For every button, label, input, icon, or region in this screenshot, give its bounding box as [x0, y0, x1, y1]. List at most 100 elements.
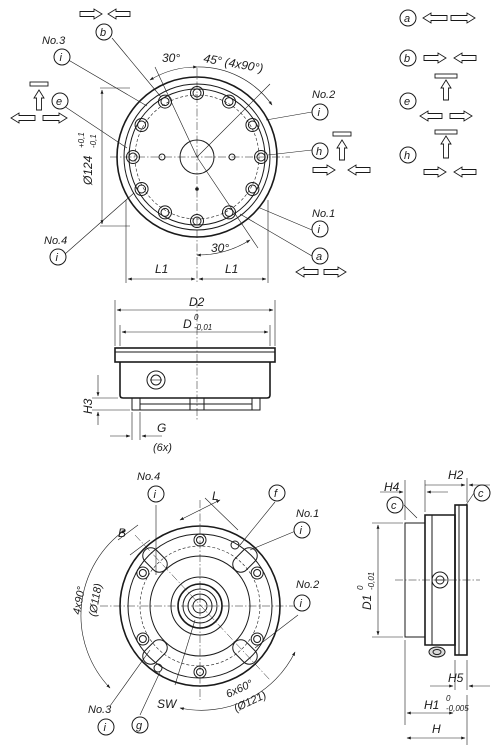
dia-124-label: Ø124 — [81, 155, 95, 186]
callout-i-no1-bottom: i — [293, 521, 311, 539]
h1-tol-upper: 0 — [446, 694, 451, 703]
h3-label: H3 — [81, 398, 95, 414]
arrow-up-icon — [440, 79, 452, 101]
label-no1-top: No.1 — [312, 208, 335, 220]
callout-f-bottom: f — [268, 484, 286, 502]
bottom-bolt-hole — [136, 632, 150, 646]
callout-c-right: c — [473, 484, 491, 502]
callout-a-legend: a — [399, 9, 417, 27]
bolt-hole — [158, 205, 172, 220]
arrow-left-icon — [422, 12, 448, 24]
dia-124-tol-lower: -0,1 — [89, 134, 98, 148]
arrow-up-icon — [440, 135, 452, 159]
h1-label: H1 — [424, 698, 439, 712]
callout-i-no3-bottom: i — [97, 718, 115, 736]
callout-e-legend: e — [399, 92, 417, 110]
svg-text:i: i — [318, 107, 321, 119]
callout-g-bottom: g — [131, 716, 149, 734]
arrow-up-icon — [336, 139, 348, 161]
bolt-pattern — [126, 86, 268, 228]
d1-label-group: D1 0 -0,01 — [356, 572, 376, 610]
bolt-hole — [134, 118, 149, 132]
arrow-right-icon — [423, 52, 447, 64]
arrow-right-icon — [450, 12, 476, 24]
label-no2-top: No.2 — [312, 89, 335, 101]
stop-bar-icon — [332, 131, 352, 137]
bolt-hole — [126, 150, 140, 164]
bolt-hole — [134, 182, 149, 196]
g-count-label: (6x) — [153, 442, 172, 454]
g-label: G — [157, 421, 166, 435]
h5-label: H5 — [448, 671, 464, 685]
d1-label: D1 — [360, 595, 374, 610]
label-no3-top: No.3 — [42, 35, 66, 47]
bolt-hole — [190, 214, 204, 228]
svg-text:i: i — [104, 722, 107, 734]
arrow-right-icon — [423, 166, 447, 178]
svg-text:i: i — [60, 52, 63, 64]
svg-text:c: c — [478, 488, 484, 500]
arrow-right-icon — [312, 164, 336, 176]
callout-b-legend: b — [399, 49, 417, 67]
bottom-bolt-hole — [193, 533, 207, 547]
svg-text:f: f — [274, 488, 278, 500]
right-side-view — [372, 478, 490, 745]
angle-30-bottom-label: 30° — [211, 241, 229, 255]
h4-label: H4 — [384, 480, 400, 494]
bolt-hole — [222, 205, 236, 220]
svg-text:h: h — [316, 146, 322, 158]
bolt-hole — [190, 86, 204, 100]
bottom-bolt-pattern — [136, 533, 264, 679]
stop-bar-icon — [434, 73, 458, 79]
callout-i-no1-top: i — [311, 220, 329, 238]
svg-text:g: g — [136, 720, 143, 732]
top-view — [100, 65, 290, 283]
arrow-left-icon — [347, 164, 371, 176]
arrow-left-icon — [453, 52, 477, 64]
callout-i-no4-top: i — [49, 248, 67, 266]
svg-text:i: i — [300, 598, 303, 610]
arrow-left-icon — [419, 110, 443, 122]
d-tol-upper: 0 — [194, 313, 199, 322]
l1-right-label: L1 — [225, 262, 238, 276]
side-view — [92, 300, 276, 440]
arrow-left-icon — [295, 266, 319, 278]
sw-label: SW — [157, 697, 178, 711]
svg-text:i: i — [154, 489, 157, 501]
angle-30-label: 30° — [162, 51, 180, 65]
svg-text:a: a — [404, 13, 410, 25]
arrow-right-icon — [323, 266, 347, 278]
h1-label-group: H1 0 -0,005 — [424, 694, 469, 713]
svg-text:b: b — [404, 53, 410, 65]
angle-45-label: 45° (4x90°) — [202, 51, 264, 75]
stop-bar-icon — [29, 81, 49, 87]
bolt-hole — [245, 182, 260, 196]
bolt-hole — [158, 94, 172, 109]
callout-i-no2-top: i — [311, 103, 329, 121]
callout-i-no2-bottom: i — [293, 594, 311, 612]
arrow-right-icon — [449, 110, 473, 122]
arrow-left-icon — [107, 8, 131, 20]
d2-label: D2 — [189, 295, 205, 309]
svg-text:a: a — [316, 251, 322, 263]
b-label: B — [118, 526, 126, 540]
svg-text:i: i — [56, 252, 59, 264]
callout-a-top: a — [311, 247, 329, 265]
callout-i-no3-top: i — [53, 48, 71, 66]
callout-h-top: h — [311, 142, 329, 160]
svg-text:b: b — [100, 27, 106, 39]
bolt-hole — [245, 118, 260, 132]
label-no1-bottom: No.1 — [296, 508, 319, 520]
dia-124-tol-upper: +0,1 — [77, 132, 86, 148]
l1-left-label: L1 — [155, 262, 168, 276]
bottom-view — [80, 497, 300, 716]
label-no2-bottom: No.2 — [296, 579, 319, 591]
svg-text:c: c — [391, 500, 397, 512]
pattern-4x90-label: 4x90° — [71, 585, 88, 615]
d-tol-lower: -0,01 — [194, 323, 212, 332]
svg-text:h: h — [404, 150, 410, 162]
d-label: D — [183, 317, 192, 331]
stop-bar-icon — [434, 129, 458, 135]
l-label: L — [212, 489, 219, 503]
